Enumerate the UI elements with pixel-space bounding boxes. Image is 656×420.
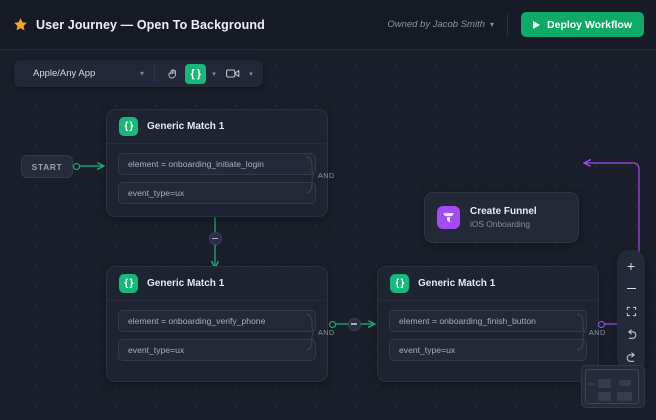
node-generic-match-2[interactable]: { } Generic Match 1 element = onboarding…	[106, 266, 334, 382]
toolbar-tools: { } ▾ ▾	[155, 63, 263, 84]
node-title: Generic Match 1	[147, 121, 225, 132]
edge-collapse-badge[interactable]	[208, 232, 222, 245]
operator-bracket-icon	[576, 313, 586, 351]
operator-label: AND	[318, 170, 335, 180]
node-header: { } Generic Match 1	[107, 110, 327, 144]
redo-button[interactable]	[619, 347, 643, 368]
chevron-down-icon: ▾	[490, 20, 495, 29]
redo-icon	[626, 352, 635, 362]
app-selector-label: Apple/Any App	[33, 68, 96, 79]
edge-collapse-badge[interactable]	[347, 317, 361, 331]
camera-tool-chevron-icon[interactable]: ▾	[249, 70, 253, 78]
minimap[interactable]	[581, 365, 645, 408]
condition-pill[interactable]: element = onboarding_initiate_login	[118, 153, 316, 175]
deploy-workflow-button[interactable]: Deploy Workflow	[521, 12, 644, 37]
start-output-port[interactable]	[73, 162, 80, 170]
node-title: Generic Match 1	[418, 278, 496, 289]
node-title: Generic Match 1	[147, 278, 225, 289]
condition-pill[interactable]: element = onboarding_finish_button	[389, 310, 587, 332]
plus-icon: +	[626, 257, 636, 274]
minimap-edge	[589, 383, 595, 385]
node-body: element = onboarding_finish_button event…	[378, 301, 605, 378]
minimap-node	[617, 392, 632, 401]
funnel-text: Create Funnel iOS Onboarding	[470, 206, 537, 229]
node-3-output-port[interactable]	[598, 320, 605, 328]
funnel-subtitle: iOS Onboarding	[470, 219, 531, 229]
minimap-node	[598, 392, 611, 401]
toolbar-divider	[154, 65, 155, 82]
canvas-controls: +	[617, 250, 645, 373]
operator-bracket-icon	[305, 156, 315, 194]
deploy-label: Deploy Workflow	[547, 18, 632, 31]
owner-label: Owned by Jacob Smith	[387, 19, 485, 30]
zoom-in-button[interactable]: +	[619, 255, 643, 276]
star-icon[interactable]	[13, 17, 28, 32]
undo-button[interactable]	[619, 324, 643, 345]
operator-group: AND	[576, 312, 610, 352]
minimap-viewport	[585, 369, 639, 404]
owner-selector[interactable]: Owned by Jacob Smith ▾	[387, 19, 494, 30]
node-header: { } Generic Match 1	[107, 267, 327, 301]
node-generic-match-1[interactable]: { } Generic Match 1 element = onboarding…	[106, 109, 334, 217]
minus-icon	[626, 287, 636, 290]
code-tool-chevron-icon[interactable]: ▾	[212, 70, 216, 78]
hand-icon	[168, 68, 176, 78]
play-icon	[533, 20, 541, 29]
node-header: { } Generic Match 1	[378, 267, 598, 301]
condition-pill[interactable]: event_type=ux	[389, 339, 587, 361]
operator-group: AND	[305, 155, 339, 195]
minimap-node	[598, 379, 611, 388]
condition-pill[interactable]: event_type=ux	[118, 339, 316, 361]
code-node-icon: { }	[119, 274, 138, 293]
node-body: element = onboarding_initiate_login even…	[107, 144, 334, 221]
node-2-output-port[interactable]	[329, 320, 336, 328]
undo-icon	[627, 329, 636, 339]
camera-tool-button[interactable]	[222, 64, 243, 84]
zoom-out-button[interactable]	[619, 278, 643, 299]
code-node-icon: { }	[119, 117, 138, 136]
chevron-down-icon: ▾	[139, 69, 144, 78]
operator-bracket-icon	[305, 313, 315, 351]
fit-to-screen-button[interactable]	[619, 301, 643, 322]
page-title: User Journey — Open To Background	[36, 17, 265, 32]
condition-pill[interactable]: event_type=ux	[118, 182, 316, 204]
node-create-funnel[interactable]: Create Funnel iOS Onboarding	[424, 192, 579, 243]
header-left: User Journey — Open To Background	[0, 17, 265, 32]
app-selector-dropdown[interactable]: Apple/Any App ▾	[14, 60, 154, 87]
canvas-toolbar: Apple/Any App ▾ { } ▾	[14, 60, 263, 87]
workflow-canvas[interactable]: Apple/Any App ▾ { } ▾	[0, 50, 656, 420]
operator-group: AND	[305, 312, 339, 352]
operator-label: AND	[589, 327, 606, 337]
header-right: Owned by Jacob Smith ▾ Deploy Workflow	[387, 12, 656, 37]
code-tool-label: { }	[190, 67, 201, 80]
funnel-icon	[437, 206, 460, 229]
condition-pill[interactable]: element = onboarding_verify_phone	[118, 310, 316, 332]
header-divider	[507, 13, 509, 36]
code-node-icon: { }	[390, 274, 409, 293]
node-body: element = onboarding_verify_phone event_…	[107, 301, 334, 378]
camera-icon	[225, 69, 239, 78]
minimap-node	[619, 380, 631, 386]
hand-tool-button[interactable]	[162, 64, 183, 84]
funnel-title: Create Funnel	[470, 206, 537, 217]
node-generic-match-3[interactable]: { } Generic Match 1 element = onboarding…	[377, 266, 605, 382]
app-header: User Journey — Open To Background Owned …	[0, 0, 656, 50]
code-tool-button[interactable]: { }	[185, 63, 206, 84]
fit-screen-icon	[626, 306, 636, 317]
start-node[interactable]: START	[21, 155, 73, 178]
operator-label: AND	[318, 327, 335, 337]
